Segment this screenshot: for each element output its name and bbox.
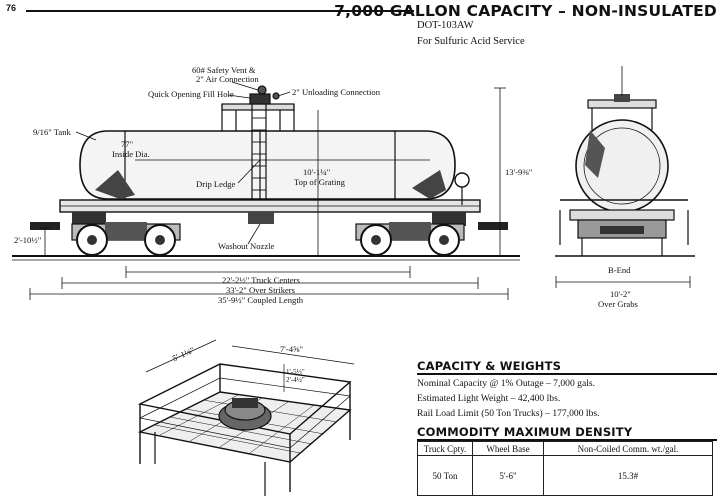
commodity-rule (417, 439, 717, 441)
dim-over-strikers: 33'-2" Over Strikers (226, 285, 296, 295)
bolster-a (72, 212, 106, 226)
capacity-title: CAPACITY & WEIGHTS (417, 359, 562, 373)
label-inside-dia-value: 77" (121, 139, 134, 149)
label-b-end: B-End (608, 265, 631, 275)
end-view-tank-car (555, 94, 695, 257)
commodity-title: COMMODITY MAXIMUM DENSITY (417, 425, 633, 439)
side-dimensions (29, 81, 509, 300)
tank-shell (79, 130, 456, 200)
spec-code: DOT-103AW (417, 20, 474, 31)
hand-brake-wheel (454, 172, 470, 188)
dim-platform-inner-1: 1'-5⅓" (286, 368, 305, 376)
truck-a (71, 222, 181, 256)
truck-b (355, 222, 465, 256)
label-coupler-height: 2'-10½" (14, 235, 42, 245)
label-drip-ledge: Drip Ledge (196, 179, 236, 189)
tank-shadow (412, 170, 446, 199)
platform-isometric-view (137, 339, 355, 496)
table-header-cell: Truck Cpty. (417, 441, 473, 456)
table-header-cell: Non-Coiled Comm. wt./gal. (543, 441, 713, 456)
side-view-tank-car (12, 85, 520, 261)
label-top-of-grating: Top of Grating (294, 177, 345, 187)
label-grating-height: 10'-1¼" (303, 167, 331, 177)
fill-hole-cover (249, 93, 271, 105)
dim-truck-centers: 22'-2½" Truck Centers (222, 275, 300, 285)
table-header-row: Truck Cpty. Wheel Base Non-Coiled Comm. … (417, 441, 713, 456)
dim-coupled-length: 35'-9½" Coupled Length (218, 295, 304, 305)
service-note: For Sulfuric Acid Service (417, 36, 525, 47)
dome-platform (221, 103, 295, 111)
capacity-rule (417, 373, 717, 375)
commodity-table: Truck Cpty. Wheel Base Non-Coiled Comm. … (417, 441, 713, 496)
label-fill-hole: Quick Opening Fill Hole (148, 89, 234, 99)
coupler-a (30, 222, 60, 230)
label-overall-height: 13'-9⅜" (505, 167, 533, 177)
table-cell: 5'-6" (472, 455, 544, 496)
capacity-line: Rail Load Limit (50 Ton Trucks) – 177,00… (417, 408, 600, 419)
washout-nozzle (248, 212, 274, 224)
table-cell: 15.3# (543, 455, 713, 496)
label-unloading-connection: 2" Unloading Connection (292, 87, 381, 97)
capacity-line: Nominal Capacity @ 1% Outage – 7,000 gal… (417, 378, 596, 389)
label-safety-vent: 60# Safety Vent & (192, 65, 256, 75)
table-cell: 50 Ton (417, 455, 473, 496)
dim-platform-inner-2: 2'-4½" (286, 376, 305, 384)
dim-over-grabs: Over Grabs (598, 299, 638, 309)
safety-vent (257, 85, 267, 95)
page-number: 76 (6, 3, 17, 13)
label-tank-thickness: 9/16" Tank (33, 127, 71, 137)
coupler-b (478, 222, 508, 230)
dim-platform-width: 7'-4⅝" (280, 344, 303, 354)
label-air-connection: 2" Air Connection (196, 74, 259, 84)
table-row: 50 Ton 5'-6" 15.3# (417, 455, 713, 496)
table-header-cell: Wheel Base (472, 441, 544, 456)
end-sill (569, 209, 675, 221)
page-title: 7,000 GALLON CAPACITY – NON-INSULATED (334, 2, 717, 20)
bolster-b (432, 212, 466, 226)
label-inside-dia: Inside Dia. (112, 149, 150, 159)
dim-end-width: 10'-2" (610, 289, 631, 299)
tank-shadow (95, 170, 135, 199)
header-rule (26, 10, 414, 12)
capacity-line: Estimated Light Weight – 42,400 lbs. (417, 393, 561, 404)
label-washout-nozzle: Washout Nozzle (218, 241, 275, 251)
end-dimensions (555, 66, 691, 288)
